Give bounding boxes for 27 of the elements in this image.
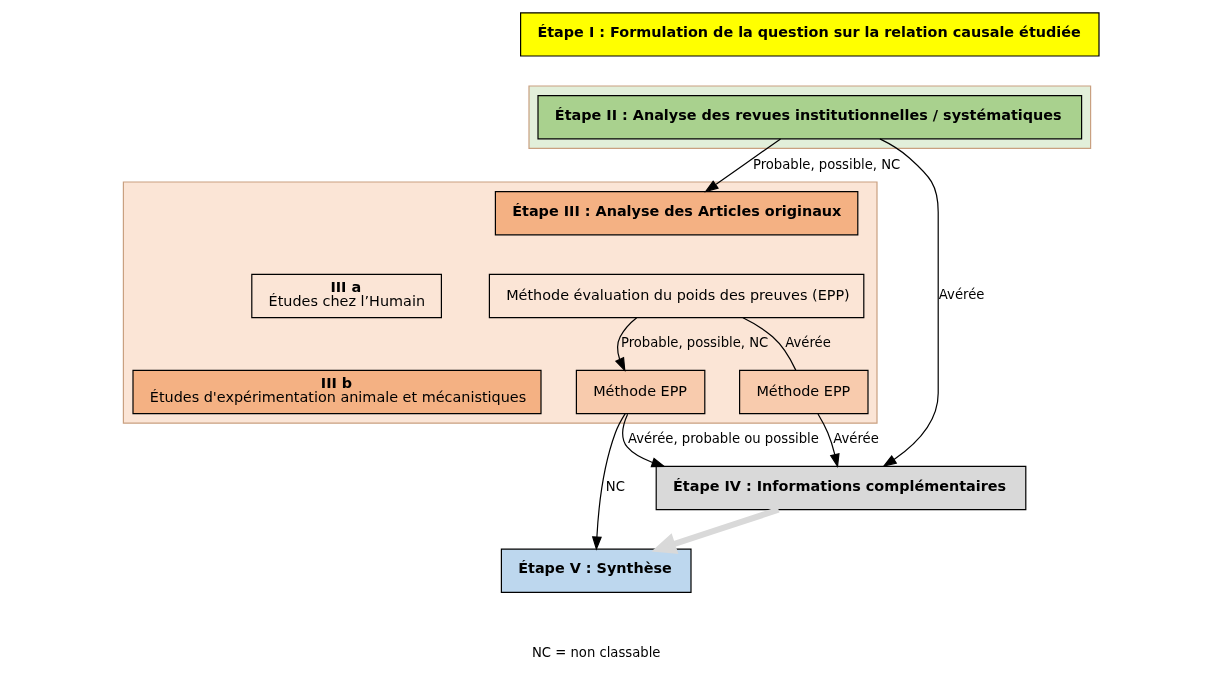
node-box: Méthode évaluation du poids des preuves (EPP) <box>488 273 865 319</box>
node-box: III b Études d'expérimentation animale et mécanistiques <box>132 369 542 415</box>
node-box: Étape IV : Informations complémentaires <box>655 465 1027 511</box>
edge-label: Avérée, probable ou possible <box>627 431 819 447</box>
node-box: Méthode EPP <box>739 369 869 415</box>
arrow <box>817 413 840 469</box>
node-box: Méthode EPP <box>575 369 706 415</box>
cluster <box>528 85 1092 149</box>
edge-label: Avérée <box>938 287 985 303</box>
edge-label: NC <box>605 479 625 495</box>
node-box: Étape II : Analyse des revues institutionnelles / systématiques <box>537 95 1083 140</box>
arrow <box>704 138 782 193</box>
arrow <box>622 413 666 468</box>
edge-label: Avérée <box>833 431 879 447</box>
label: NC = non classable <box>531 644 661 660</box>
connector <box>742 317 797 371</box>
edge-label: Probable, possible, NC <box>620 335 769 351</box>
edge-label: Probable, possible, NC <box>752 156 901 172</box>
arrow <box>879 138 939 468</box>
node-box: Étape V : Synthèse <box>500 548 692 593</box>
arrow <box>614 317 638 372</box>
arrow <box>651 506 780 555</box>
node-box: Étape I : Formulation de la question sur la relation causale étudiée <box>520 12 1100 57</box>
edge-label: Avérée <box>785 335 831 351</box>
node-box: III a Études chez l’Humain <box>251 273 442 319</box>
node-box: Étape III : Analyse des Articles originaux <box>494 191 859 236</box>
arrow <box>591 413 626 551</box>
